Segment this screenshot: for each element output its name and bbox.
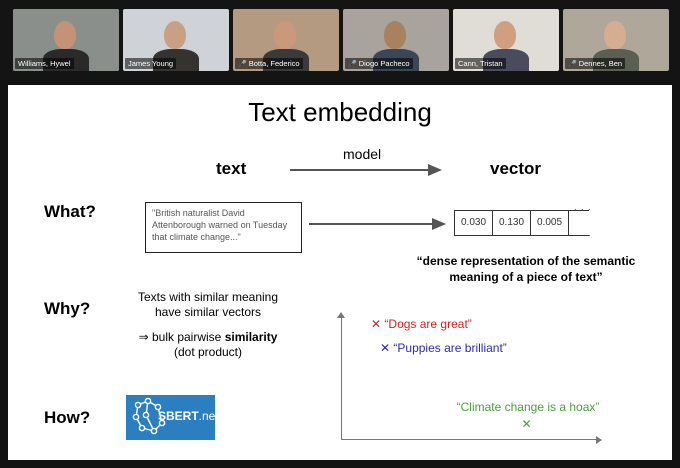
sbert-network-icon xyxy=(132,397,166,435)
participant-nameplate: 🎤Botta, Federico xyxy=(235,58,303,69)
shared-slide: Text embedding text model vector What? "… xyxy=(8,85,672,460)
plot-x-arrowhead xyxy=(596,436,602,444)
participant-name: Botta, Federico xyxy=(248,59,300,68)
vector-cell-0: 0.030 xyxy=(454,210,493,236)
vector-cell-1: 0.130 xyxy=(492,210,531,236)
video-tile-williams-hywel[interactable]: Williams, Hywel xyxy=(13,9,119,71)
participant-nameplate: Williams, Hywel xyxy=(15,58,74,69)
point-dogs-are-great: ✕ “Dogs are great” xyxy=(371,317,472,331)
participant-strip: Williams, Hywel James Young 🎤Botta, Fede… xyxy=(0,0,680,80)
why-line-1: Texts with similar meaning xyxy=(137,290,279,304)
participant-avatar xyxy=(164,21,186,49)
why-line-2: have similar vectors xyxy=(154,305,262,319)
model-arrow-line xyxy=(290,169,428,171)
video-tile-diogo-pacheco[interactable]: 🎤Diogo Pacheco xyxy=(343,9,449,71)
header-text: text xyxy=(216,159,247,178)
header-model: model xyxy=(343,146,382,162)
video-tile-cann-tristan[interactable]: Cann, Tristan xyxy=(453,9,559,71)
mic-muted-icon: 🎤 xyxy=(568,61,577,68)
how-label: How? xyxy=(44,408,91,427)
dense-caption: “dense representation of the semantic me… xyxy=(396,253,656,285)
point-label: “Climate change is a hoax” xyxy=(456,400,600,414)
video-tile-dennes-ben[interactable]: 🎤Dennes, Ben xyxy=(563,9,669,71)
sbert-suffix: .net xyxy=(198,409,219,423)
what-label: What? xyxy=(44,202,96,221)
plot-y-arrowhead xyxy=(337,312,345,318)
quote-text: "British naturalist David Attenborough w… xyxy=(152,208,288,242)
why-line-3-bold: similarity xyxy=(224,330,278,344)
participant-avatar xyxy=(384,21,406,49)
point-marker: ✕ xyxy=(380,341,391,355)
sbert-text: SBERT xyxy=(158,409,199,423)
dense-caption-line-2: meaning of a piece of text” xyxy=(449,270,603,284)
point-label: “Dogs are great” xyxy=(384,317,472,331)
video-tile-james-young[interactable]: James Young xyxy=(123,9,229,71)
point-marker: ✕ xyxy=(371,317,382,331)
vector-ellipsis-bottom: . . . xyxy=(574,228,592,238)
point-climate-change-is-a-hoax: “Climate change is a hoax” ✕ xyxy=(448,400,608,431)
participant-name: Dennes, Ben xyxy=(578,59,623,68)
video-tile-botta-federico[interactable]: 🎤Botta, Federico xyxy=(233,9,339,71)
vector-trail-top xyxy=(569,210,589,211)
sbert-wordmark: SBERT.net xyxy=(158,409,219,423)
vector-cell-2: 0.005 xyxy=(530,210,569,236)
participant-avatar xyxy=(274,21,296,49)
plot-x-axis xyxy=(341,439,598,440)
participant-name: Williams, Hywel xyxy=(18,59,71,68)
dense-caption-line-1: “dense representation of the semantic xyxy=(416,254,636,268)
quote-box: "British naturalist David Attenborough w… xyxy=(145,202,302,253)
embed-arrow-head xyxy=(432,218,446,230)
participant-avatar xyxy=(54,21,76,49)
model-arrow-head xyxy=(428,164,442,176)
point-marker: ✕ xyxy=(521,417,532,431)
plot-y-axis xyxy=(341,316,342,440)
why-line-4: (dot product) xyxy=(173,345,243,359)
vector-trail-bottom xyxy=(569,235,589,236)
embed-arrow-line xyxy=(309,223,433,225)
participant-name: Diogo Pacheco xyxy=(358,59,410,68)
slide-title: Text embedding xyxy=(248,97,432,127)
participant-nameplate: 🎤Diogo Pacheco xyxy=(345,58,413,69)
participant-name: Cann, Tristan xyxy=(458,59,503,68)
header-vector: vector xyxy=(490,159,542,178)
participant-name: James Young xyxy=(128,59,174,68)
why-label: Why? xyxy=(44,299,91,318)
sbert-logo: SBERT.net xyxy=(126,395,219,440)
why-line-3-prefix: ⇒ bulk pairwise xyxy=(138,330,225,344)
vector-ellipsis-top: . . . xyxy=(574,202,592,212)
participant-nameplate: 🎤Dennes, Ben xyxy=(565,58,626,69)
mic-muted-icon: 🎤 xyxy=(348,61,357,68)
participant-avatar xyxy=(494,21,516,49)
why-line-3: ⇒ bulk pairwise similarity xyxy=(120,330,296,345)
participant-nameplate: James Young xyxy=(125,58,177,69)
why-text: Texts with similar meaning have similar … xyxy=(120,290,296,360)
participant-avatar xyxy=(604,21,626,49)
participant-nameplate: Cann, Tristan xyxy=(455,58,506,69)
point-puppies-are-brilliant: ✕ “Puppies are brilliant” xyxy=(380,341,507,355)
mic-muted-icon: 🎤 xyxy=(238,61,247,68)
point-label: “Puppies are brilliant” xyxy=(393,341,507,355)
vector-cells: 0.030 0.130 0.005 xyxy=(454,210,572,236)
